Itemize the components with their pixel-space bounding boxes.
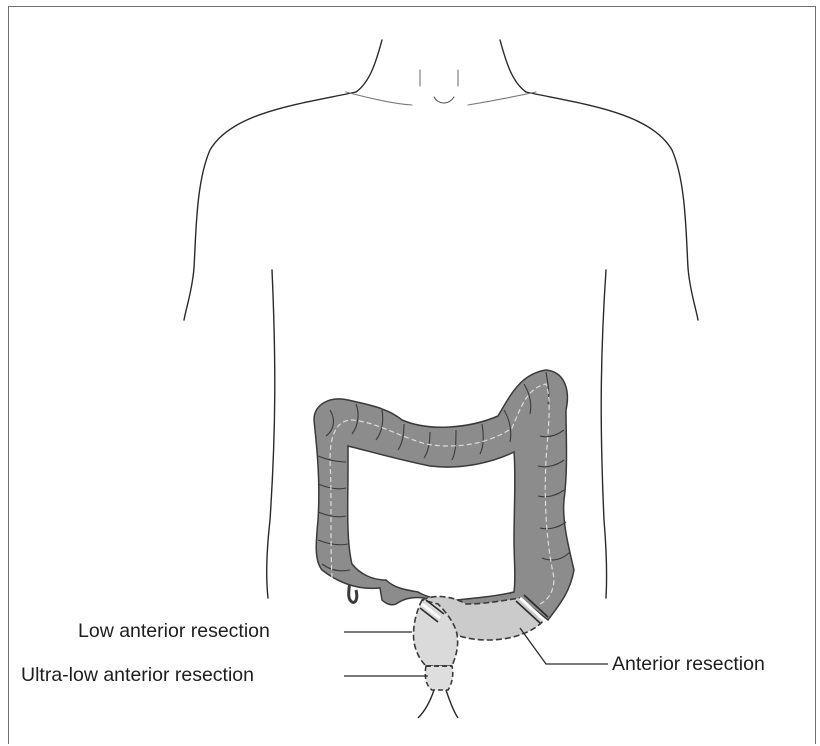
right-torso-side [601, 270, 606, 598]
colon-interior [348, 446, 515, 600]
label-low-anterior-resection: Low anterior resection [78, 622, 270, 642]
right-shoulder-arm-line [526, 92, 698, 320]
anal-canal [418, 690, 458, 718]
right-clavicle [468, 92, 536, 105]
label-ultra-low-anterior-resection: Ultra-low anterior resection [21, 666, 254, 686]
ultra-low-anterior-resection-segment [425, 666, 453, 690]
leader-anterior [520, 628, 608, 664]
neck-left-line [356, 40, 382, 92]
neck-right-line [500, 40, 526, 92]
neck-notch [434, 97, 454, 103]
left-shoulder-arm-line [184, 92, 356, 320]
left-clavicle [346, 92, 412, 105]
left-torso-side [267, 270, 275, 598]
label-anterior-resection: Anterior resection [612, 655, 765, 675]
